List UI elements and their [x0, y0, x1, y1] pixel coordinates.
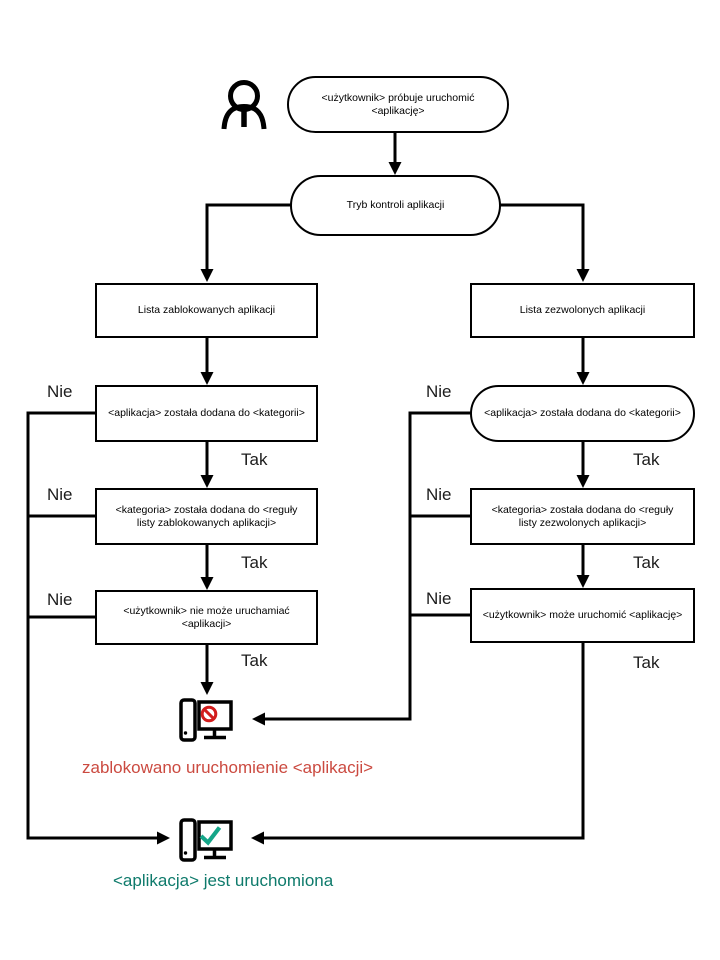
- node-control-mode: Tryb kontroli aplikacji: [290, 175, 501, 236]
- label-no-left-2: Nie: [47, 485, 73, 504]
- label-no-right-3: Nie: [426, 589, 452, 608]
- node-allow-app-in-category-label: <aplikacja> została dodana do <kategorii…: [484, 407, 681, 419]
- outcome-blocked-text: zablokowano uruchomienie <aplikacji>: [82, 758, 374, 777]
- label-yes-right-1: Tak: [633, 450, 660, 469]
- node-deny-user-cannot-run-line2: <aplikacji>: [181, 617, 232, 630]
- node-start: <użytkownik> próbuje uruchomić <aplikacj…: [287, 76, 509, 133]
- node-allow-user-can-run-label: <użytkownik> może uruchomić <aplikację>: [482, 609, 683, 621]
- label-no-left-3: Nie: [47, 590, 73, 609]
- node-start-line1: <użytkownik> próbuje uruchomić: [321, 91, 475, 104]
- node-allow-list-label: Lista zezwolonych aplikacji: [519, 304, 646, 316]
- node-allow-category-in-rule-line1: <kategoria> została dodana do <reguły: [491, 503, 674, 516]
- label-no-right-1: Nie: [426, 382, 452, 401]
- node-deny-list: Lista zablokowanych aplikacji: [95, 283, 318, 338]
- label-yes-right-2: Tak: [633, 553, 660, 572]
- node-allow-list: Lista zezwolonych aplikacji: [470, 283, 695, 338]
- node-deny-user-cannot-run-line1: <użytkownik> nie może uruchamiać: [123, 604, 290, 617]
- label-no-left-1: Nie: [47, 382, 73, 401]
- node-deny-category-in-rule: <kategoria> została dodana do <reguły li…: [95, 488, 318, 545]
- node-allow-category-in-rule-line2: listy zezwolonych aplikacji>: [518, 516, 647, 529]
- label-yes-left-3: Tak: [241, 651, 268, 670]
- node-start-line2: <aplikację>: [371, 104, 425, 117]
- node-deny-app-in-category-label: <aplikacja> została dodana do <kategorii…: [108, 407, 305, 419]
- label-yes-left-1: Tak: [241, 450, 268, 469]
- node-allow-user-can-run: <użytkownik> może uruchomić <aplikację>: [470, 588, 695, 643]
- computer-running-icon: [179, 818, 233, 862]
- prohibition-sign-icon: [200, 705, 218, 723]
- node-deny-category-in-rule-line1: <kategoria> została dodana do <reguły: [115, 503, 298, 516]
- node-allow-category-in-rule: <kategoria> została dodana do <reguły li…: [470, 488, 695, 545]
- label-yes-left-2: Tak: [241, 553, 268, 572]
- node-deny-app-in-category: <aplikacja> została dodana do <kategorii…: [95, 385, 318, 442]
- label-no-right-2: Nie: [426, 485, 452, 504]
- node-deny-user-cannot-run: <użytkownik> nie może uruchamiać <aplika…: [95, 590, 318, 645]
- arrowheads: [157, 162, 590, 845]
- node-allow-app-in-category: <aplikacja> została dodana do <kategorii…: [470, 385, 695, 442]
- flow-lines: [26, 133, 585, 840]
- outcome-running-text: <aplikacja> jest uruchomiona: [113, 871, 334, 890]
- computer-blocked-icon: [179, 698, 233, 742]
- user-icon: [221, 80, 267, 130]
- node-deny-list-label: Lista zablokowanych aplikacji: [137, 304, 276, 316]
- node-control-mode-label: Tryb kontroli aplikacji: [346, 199, 445, 211]
- check-mark-icon: [199, 826, 222, 846]
- node-deny-category-in-rule-line2: listy zablokowanych aplikacji>: [136, 516, 277, 529]
- label-yes-right-3: Tak: [633, 653, 660, 672]
